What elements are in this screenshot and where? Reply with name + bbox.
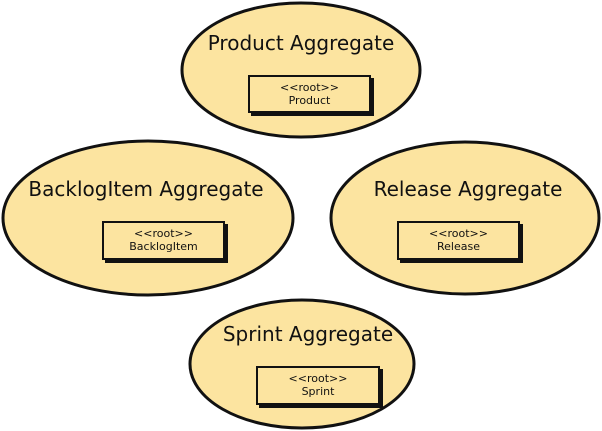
backlogitem-root-entity[interactable]: <<root>> BacklogItem xyxy=(102,221,225,260)
stereotype-label: <<root>> xyxy=(429,227,488,240)
release-root-entity[interactable]: <<root>> Release xyxy=(397,221,520,260)
entity-name: Release xyxy=(437,240,480,253)
stereotype-label: <<root>> xyxy=(280,81,339,94)
entity-name: Product xyxy=(288,94,331,107)
sprint-root-entity[interactable]: <<root>> Sprint xyxy=(256,366,380,405)
backlogitem-aggregate-ellipse xyxy=(1,139,295,297)
stereotype-label: <<root>> xyxy=(134,227,193,240)
product-aggregate-ellipse xyxy=(180,1,422,139)
release-aggregate-title: Release Aggregate xyxy=(373,177,563,201)
stereotype-label: <<root>> xyxy=(288,372,348,385)
sprint-aggregate-title: Sprint Aggregate xyxy=(222,322,394,346)
release-aggregate-ellipse xyxy=(329,140,601,296)
backlogitem-aggregate-title: BacklogItem Aggregate xyxy=(28,177,264,201)
sprint-aggregate-ellipse xyxy=(188,298,416,430)
entity-name: BacklogItem xyxy=(129,240,198,253)
product-root-entity[interactable]: <<root>> Product xyxy=(248,75,371,113)
entity-name: Sprint xyxy=(301,385,335,398)
product-aggregate-title: Product Aggregate xyxy=(207,31,395,55)
